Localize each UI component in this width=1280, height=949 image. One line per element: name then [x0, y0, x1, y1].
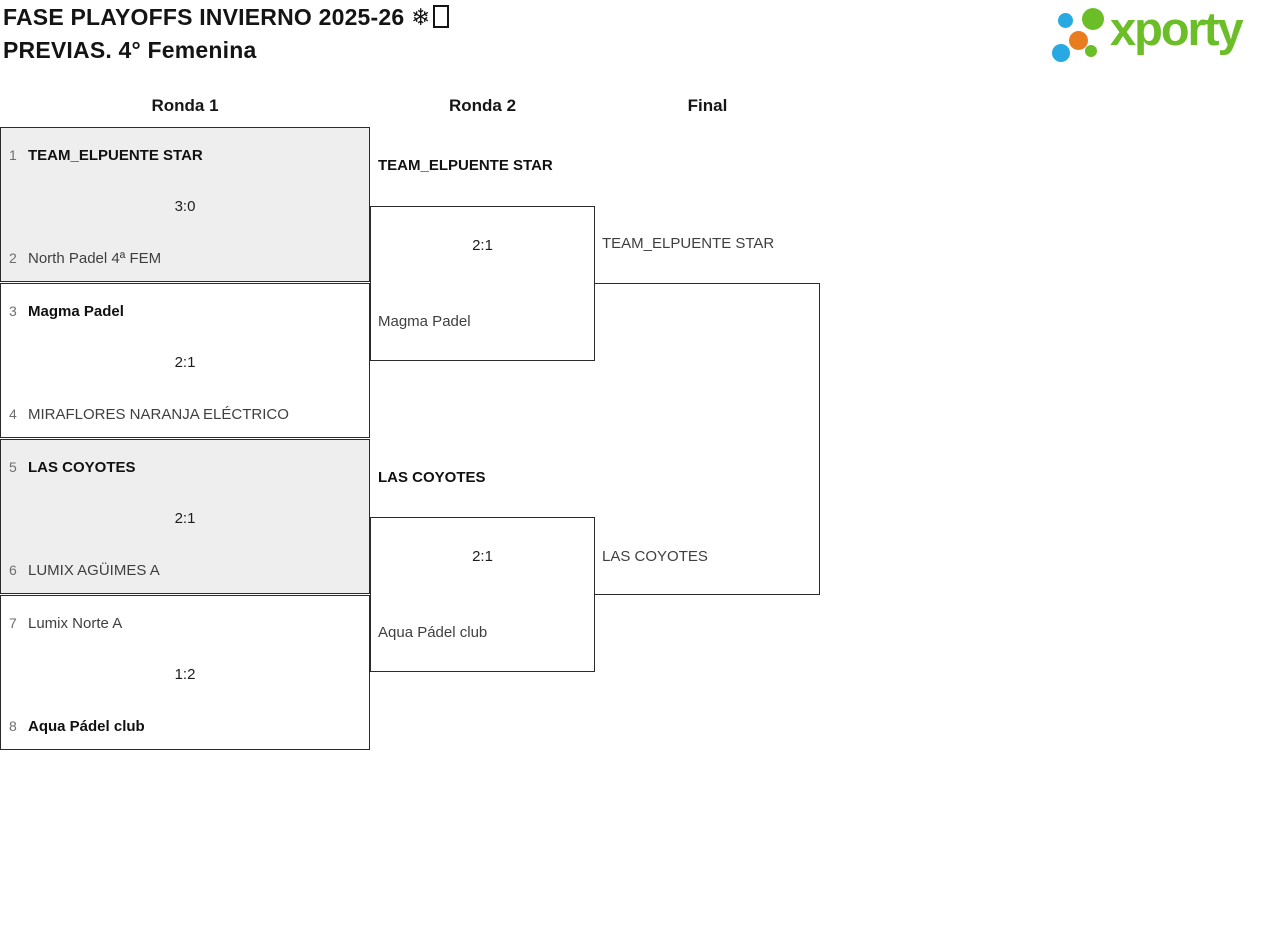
page-title-line1-text: FASE PLAYOFFS INVIERNO 2025-26 ❄ — [3, 4, 431, 30]
logo-dot-green-large — [1082, 8, 1104, 30]
logo-dot-blue-large — [1052, 44, 1070, 62]
final-team1: TEAM_ELPUENTE STAR — [602, 235, 775, 252]
round1-match1[interactable]: 1 TEAM_ELPUENTE STAR 3:0 2 North Padel 4ª … — [0, 127, 370, 282]
column-header-ronda1: Ronda 1 — [151, 96, 219, 115]
team-row: 4 MIRAFLORES NARANJA ELÉCTRICO — [1, 404, 369, 424]
final-team2: LAS COYOTES — [602, 548, 708, 565]
match-score: 3:0 — [174, 198, 196, 215]
team-name: MIRAFLORES NARANJA ELÉCTRICO — [28, 406, 289, 423]
logo-dot-blue-small — [1058, 13, 1073, 28]
column-header-final: Final — [687, 96, 728, 115]
missing-glyph-box — [433, 5, 450, 28]
team-name: Aqua Pádel club — [28, 718, 145, 735]
match-score: 2:1 — [472, 548, 493, 565]
round1-match2[interactable]: 3 Magma Padel 2:1 4 MIRAFLORES NARANJA ELÉ… — [0, 283, 370, 438]
team-name: Lumix Norte A — [28, 615, 123, 632]
xporty-logo[interactable]: xporty — [1048, 0, 1276, 70]
final-match[interactable] — [595, 283, 820, 595]
column-header-ronda2: Ronda 2 — [448, 96, 517, 115]
team-name: North Padel 4ª FEM — [28, 250, 162, 267]
team-name: TEAM_ELPUENTE STAR — [28, 147, 203, 164]
seed-number: 3 — [9, 303, 17, 319]
round2-match1[interactable]: 2:1 — [370, 206, 595, 361]
round1-match4[interactable]: 7 Lumix Norte A 1:2 8 Aqua Pádel club — [0, 595, 370, 750]
match-score: 2:1 — [472, 237, 493, 254]
logo-dot-green-small — [1085, 45, 1097, 57]
team-row: 1 TEAM_ELPUENTE STAR — [1, 145, 369, 165]
team-name: LUMIX AGÜIMES A — [28, 562, 160, 579]
seed-number: 2 — [9, 250, 17, 266]
logo-dot-orange — [1069, 31, 1088, 50]
match-score: 2:1 — [174, 510, 196, 527]
seed-number: 4 — [9, 406, 17, 422]
page-title-line1: FASE PLAYOFFS INVIERNO 2025-26 ❄ — [3, 1, 450, 34]
team-row: 3 Magma Padel — [1, 301, 369, 321]
match-score: 2:1 — [174, 354, 196, 371]
team-name: Magma Padel — [28, 303, 124, 320]
match-score: 1:2 — [174, 666, 196, 683]
team-row: 6 LUMIX AGÜIMES A — [1, 560, 369, 580]
round2-match2-team2: Aqua Pádel club — [378, 624, 488, 641]
seed-number: 8 — [9, 718, 17, 734]
team-row: 7 Lumix Norte A — [1, 613, 369, 633]
seed-number: 6 — [9, 562, 17, 578]
seed-number: 7 — [9, 615, 17, 631]
logo-wordmark: xporty — [1110, 2, 1244, 55]
team-name: LAS COYOTES — [28, 459, 136, 476]
seed-number: 5 — [9, 459, 17, 475]
round2-match1-team2: Magma Padel — [378, 313, 471, 330]
round2-match1-team1: TEAM_ELPUENTE STAR — [378, 157, 553, 174]
round2-match2[interactable]: 2:1 — [370, 517, 595, 672]
team-row: 5 LAS COYOTES — [1, 457, 369, 477]
seed-number: 1 — [9, 147, 17, 163]
team-row: 8 Aqua Pádel club — [1, 716, 369, 736]
round2-match2-team1: LAS COYOTES — [378, 469, 486, 486]
round1-match3[interactable]: 5 LAS COYOTES 2:1 6 LUMIX AGÜIMES A — [0, 439, 370, 594]
page-title-line2: PREVIAS. 4° Femenina — [3, 37, 257, 63]
page-title: FASE PLAYOFFS INVIERNO 2025-26 ❄ PREVIAS… — [3, 1, 450, 67]
team-row: 2 North Padel 4ª FEM — [1, 248, 369, 268]
